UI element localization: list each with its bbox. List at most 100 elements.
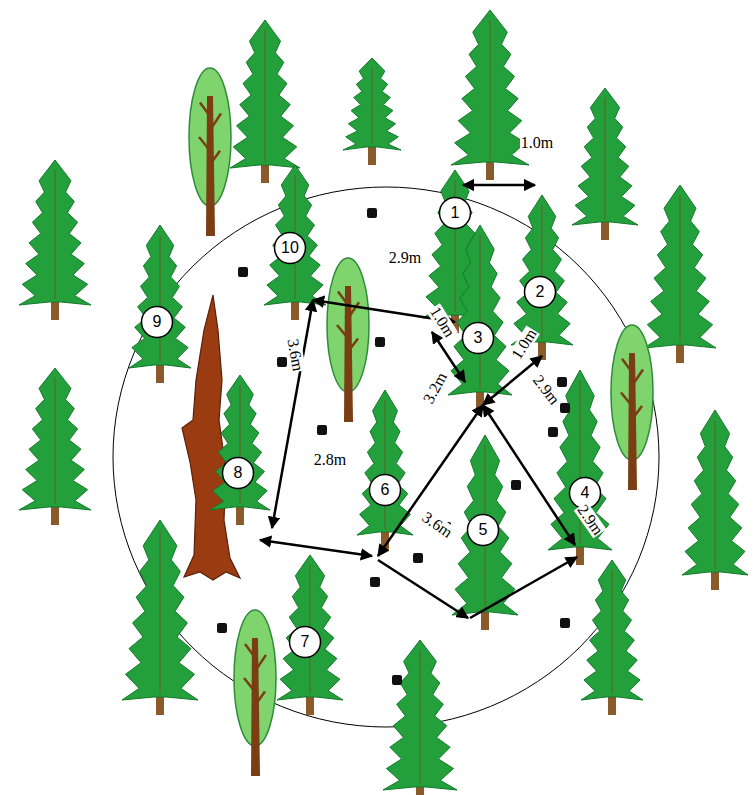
tree-branch [632,406,642,420]
tree-stem [714,420,716,569]
tree-trunk [206,96,215,236]
conifer-tree [230,20,300,183]
number-circle-outline [525,277,556,308]
distance-label: 2.9m [529,372,563,409]
tree-branch [244,678,255,692]
tree-branch [622,359,632,373]
tree-stem [679,195,681,342]
tree-number-text: 5 [479,522,488,538]
tree-number-text: 4 [581,485,590,501]
distance-arrows [260,185,577,618]
distance-label: 3.6m [284,337,306,374]
tree-number-text: 7 [301,634,310,650]
stump [557,377,567,387]
conifer-crown [264,165,326,305]
stump [392,675,402,685]
stump [511,480,521,490]
conifer-tree [452,435,518,630]
stump [560,618,570,628]
stump [317,425,327,435]
distance-label: 2.8m [313,452,347,468]
tree-stem [384,400,386,529]
distance-label: 3.2m [420,369,450,407]
stump [375,337,385,347]
conifer-crown [343,58,401,150]
conifer-crown [581,560,643,700]
conifer-tree [451,10,529,180]
stumps [217,208,570,685]
tree-stem [371,68,373,144]
number-circle-outline [142,307,173,338]
distance-label: 3.6m [418,509,455,542]
tree-stem [54,170,56,299]
tree-number: 6 [368,473,402,507]
tree-stem [541,205,543,339]
tree-stem [54,378,56,504]
conifer-crown [277,555,343,700]
number-circle-outline [370,475,401,506]
tree-stem [611,570,613,694]
trees [19,10,748,795]
number-circle-outline [290,627,321,658]
distance-label: 1.0m [520,135,554,151]
tree-stem [159,235,161,362]
conifer-tree [210,375,270,525]
conifer-crown [572,88,638,225]
tree-number-text: 3 [474,330,483,346]
tree-stem [419,650,421,784]
conifer-crown [122,520,198,700]
stump [560,403,570,413]
number-circle-outline [463,323,494,354]
number-circle-outline [440,198,471,229]
tree-stem [159,530,161,694]
tree-number-text: 6 [381,482,390,498]
distance-arrow [260,540,372,556]
number-circle-outline [275,233,306,264]
tree-stem [489,20,491,159]
distance-label: 2.9m [388,250,422,266]
distance-label: 1.0m [508,325,540,363]
deciduous-tree [327,258,369,422]
tree-stem [479,235,481,389]
tree-number-text: 8 [234,465,243,481]
conifer-tree [383,640,457,795]
stump [238,267,248,277]
conifer-tree [264,165,326,320]
tree-number-text: 1 [451,205,460,221]
conifer-tree [448,225,512,410]
conifer-crown [129,225,191,368]
stump [548,427,558,437]
tree-branch [337,325,348,338]
distance-arrow [463,184,535,187]
tree-number: 1 [438,196,472,230]
tree-number: 5 [466,513,500,547]
tree-branch [632,370,643,386]
tree-number: 7 [288,625,322,659]
tree-branch [348,338,358,351]
tree-stem [264,30,266,162]
tree-number: 2 [523,275,557,309]
tree-branch [210,114,221,131]
conifer-tree [357,390,413,550]
conifer-crown [210,375,270,510]
tree-trunk [628,353,637,490]
number-circle-outline [468,515,499,546]
stump [217,623,227,633]
conifer-tree [129,225,191,383]
distance-arrow [272,300,313,528]
tree-branch [200,103,210,117]
conifer-tree [19,368,91,525]
conifer-crown [357,390,413,535]
conifer-crown [682,410,748,575]
conifer-tree [644,185,716,363]
tree-number-text: 10 [281,240,299,256]
conifer-tree [343,58,401,165]
tree-branch [199,137,210,151]
conifer-tree [581,560,643,715]
conifer-tree [277,555,343,715]
stump [370,577,380,587]
distance-arrow [378,560,468,618]
tree-stem [604,98,606,219]
